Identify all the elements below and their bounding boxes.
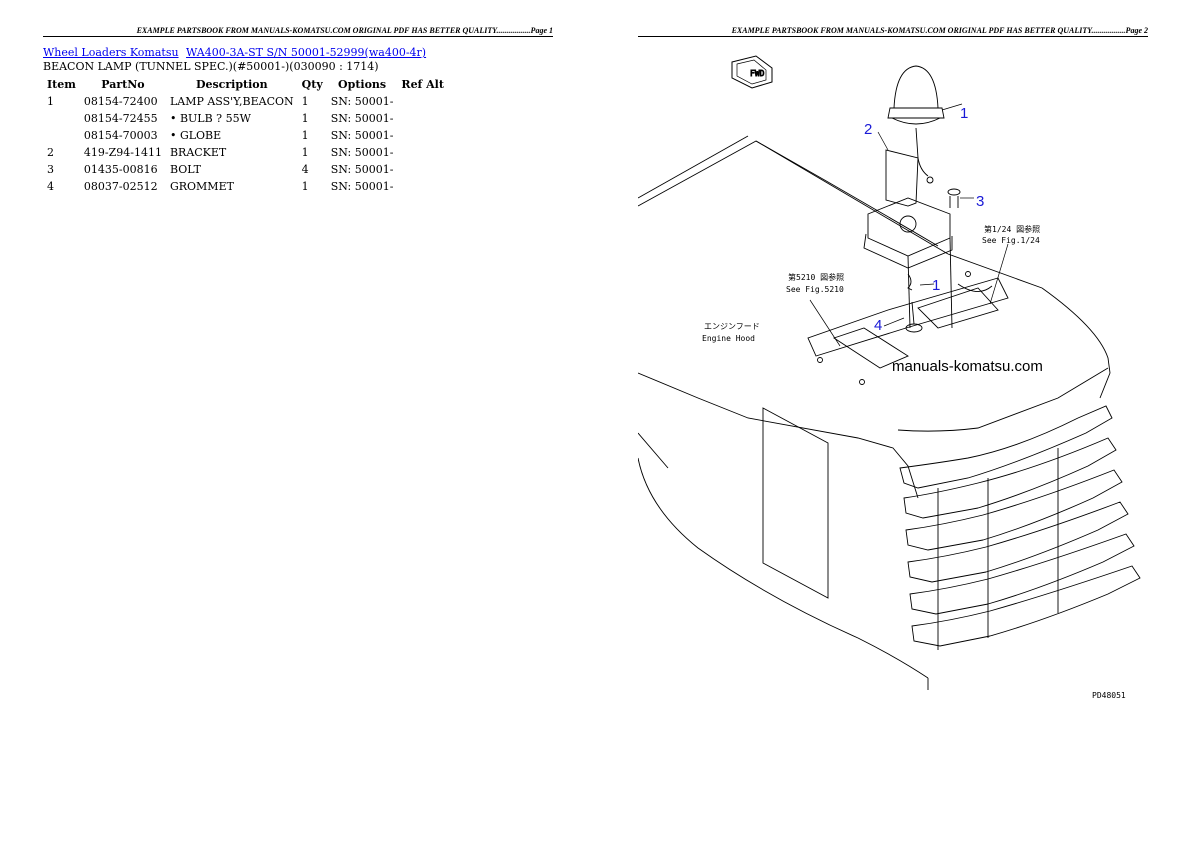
cell-qty: 1 (301, 180, 309, 193)
table-row: 3 01435-00816 BOLT 4 SN: 50001- (43, 161, 448, 178)
cell-options: SN: 50001- (330, 129, 394, 142)
cell-description: • BULB ? 55W (169, 112, 251, 125)
column-header-options: Options (338, 78, 387, 91)
leader-lines (809, 103, 1009, 347)
drawing-code: PD48051 (1092, 691, 1126, 700)
forward-arrow-icon (731, 55, 773, 89)
column-header-qty: Qty (301, 78, 323, 91)
hood-label-en: Engine Hood (702, 334, 755, 343)
cell-qty: 1 (301, 95, 309, 108)
fig-ref-1-en: See Fig.1/24 (982, 236, 1040, 245)
cell-options: SN: 50001- (330, 146, 394, 159)
breadcrumb-link-model[interactable]: WA400-3A-ST S/N 50001-52999(wa400-4r) (186, 46, 427, 59)
table-row: 4 08037-02512 GROMMET 1 SN: 50001- (43, 178, 448, 195)
grille-louvers (899, 405, 1141, 650)
cell-qty: 1 (301, 146, 309, 159)
callout-1-lamp: 1 (960, 105, 968, 122)
table-row: 2 419-Z94-1411 BRACKET 1 SN: 50001- (43, 144, 448, 161)
cell-item (43, 127, 80, 144)
parts-diagram-svg: FWD (637, 55, 1141, 700)
watermark: manuals-komatsu.com (892, 358, 1043, 375)
hood-label-jp: エンジンフード (704, 322, 760, 331)
cell-item (43, 110, 80, 127)
callout-1-lamp-connector: 1 (932, 277, 940, 294)
cell-description: BOLT (169, 163, 202, 176)
bolt (947, 188, 961, 208)
cell-options: SN: 50001- (330, 95, 394, 108)
section-title: BEACON LAMP (TUNNEL SPEC.)(#50001-)(0300… (43, 60, 379, 73)
column-header-partno: PartNo (101, 78, 145, 91)
cell-item: 1 (47, 95, 54, 108)
cell-ref-alt (397, 93, 448, 110)
cell-ref-alt (397, 110, 448, 127)
cell-qty: 1 (301, 129, 309, 142)
cell-options: SN: 50001- (330, 112, 394, 125)
cell-partno: 08154-70003 (83, 129, 158, 142)
page-2: EXAMPLE PARTSBOOK FROM MANUALS-KOMATSU.C… (595, 0, 1190, 842)
parts-table: Item PartNo Description Qty Options Ref … (43, 76, 448, 195)
cell-partno: 08154-72455 (83, 112, 158, 125)
column-header-description: Description (195, 78, 268, 91)
breadcrumb-link-category[interactable]: Wheel Loaders Komatsu (43, 46, 179, 59)
cell-partno: 419-Z94-1411 (83, 146, 162, 159)
column-header-item: Item (47, 78, 76, 91)
cell-item: 3 (47, 163, 54, 176)
breadcrumb: Wheel Loaders Komatsu WA400-3A-ST S/N 50… (43, 46, 426, 59)
callout-2-bracket: 2 (864, 121, 872, 138)
page-2-header: EXAMPLE PARTSBOOK FROM MANUALS-KOMATSU.C… (638, 26, 1148, 37)
cell-ref-alt (397, 144, 448, 161)
fig-ref-2-jp: 第5210 図参照 (788, 272, 844, 282)
cell-options: SN: 50001- (330, 163, 394, 176)
direction-label: FWD (750, 69, 765, 78)
cell-options: SN: 50001- (330, 180, 394, 193)
cell-ref-alt (397, 178, 448, 195)
cell-ref-alt (397, 161, 448, 178)
cell-ref-alt (397, 127, 448, 144)
table-row: 08154-70003 • GLOBE 1 SN: 50001- (43, 127, 448, 144)
cell-partno: 01435-00816 (83, 163, 158, 176)
page-1: EXAMPLE PARTSBOOK FROM MANUALS-KOMATSU.C… (43, 26, 553, 195)
table-header-row: Item PartNo Description Qty Options Ref … (43, 76, 448, 93)
fig-ref-2-en: See Fig.5210 (786, 285, 844, 294)
cell-partno: 08154-72400 (83, 95, 158, 108)
cell-description: LAMP ASS'Y,BEACON (169, 95, 294, 108)
beacon-lamp (887, 65, 945, 184)
cell-item: 4 (47, 180, 54, 193)
column-header-ref-alt: Ref Alt (401, 78, 444, 91)
callout-3-bolt: 3 (976, 193, 984, 210)
bracket (863, 149, 953, 329)
cell-qty: 1 (301, 112, 309, 125)
table-row: 08154-72455 • BULB ? 55W 1 SN: 50001- (43, 110, 448, 127)
cell-partno: 08037-02512 (83, 180, 158, 193)
parts-diagram: FWD (637, 38, 1150, 710)
table-row: 1 08154-72400 LAMP ASS'Y,BEACON 1 SN: 50… (43, 93, 448, 110)
engine-hood-outline (637, 135, 1111, 690)
cell-description: • GLOBE (169, 129, 222, 142)
fig-ref-1-jp: 第1/24 図参照 (984, 224, 1040, 234)
cell-description: BRACKET (169, 146, 227, 159)
cell-description: GROMMET (169, 180, 234, 193)
page-1-header: EXAMPLE PARTSBOOK FROM MANUALS-KOMATSU.C… (43, 26, 553, 37)
cell-qty: 4 (301, 163, 309, 176)
cell-item: 2 (47, 146, 54, 159)
callout-4-grommet: 4 (874, 317, 882, 334)
